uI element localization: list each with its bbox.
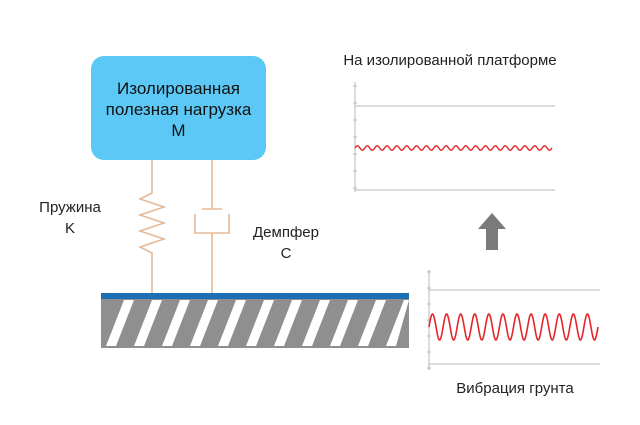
ground-plot-title: Вибрация грунта bbox=[456, 380, 574, 397]
spring-label-line1: Пружина bbox=[39, 199, 101, 216]
hatch-stripe bbox=[162, 300, 190, 346]
damper-label-line2: C bbox=[280, 245, 292, 262]
hatch-stripe bbox=[190, 300, 218, 346]
payload-block bbox=[91, 56, 266, 160]
spring-label: Пружина K bbox=[20, 197, 120, 239]
ground-hatching bbox=[106, 300, 409, 346]
platform-vibration-plot bbox=[353, 82, 555, 192]
hatch-stripe bbox=[330, 300, 358, 346]
hatch-stripe bbox=[218, 300, 246, 346]
ground-base bbox=[101, 293, 409, 348]
ground-vibration-plot bbox=[427, 270, 600, 370]
spring-label-line2: K bbox=[64, 220, 75, 237]
payload-label-line2: полезная нагрузка bbox=[105, 100, 252, 119]
hatch-stripe bbox=[302, 300, 330, 346]
platform-plot-ticks bbox=[353, 85, 357, 189]
platform-vibration-wave bbox=[354, 145, 553, 151]
hatch-stripe bbox=[358, 300, 386, 346]
damper bbox=[194, 160, 230, 295]
base-plate bbox=[101, 293, 409, 299]
hatch-stripe bbox=[246, 300, 274, 346]
up-arrow bbox=[478, 213, 506, 250]
hatch-stripe bbox=[106, 300, 134, 346]
payload-label: Изолированная полезная нагрузка M bbox=[91, 78, 266, 141]
hatch-stripe bbox=[134, 300, 162, 346]
platform-plot-title: На изолированной платформе bbox=[343, 52, 557, 69]
payload-label-line3: M bbox=[171, 121, 186, 140]
damper-label-line1: Демпфер bbox=[253, 224, 319, 241]
damper-label: Демпфер C bbox=[236, 222, 336, 264]
hatch-stripe bbox=[386, 300, 409, 346]
spring bbox=[137, 160, 167, 295]
ground-vibration-wave bbox=[428, 313, 599, 341]
payload-label-line1: Изолированная bbox=[117, 79, 240, 98]
hatch-stripe bbox=[274, 300, 302, 346]
